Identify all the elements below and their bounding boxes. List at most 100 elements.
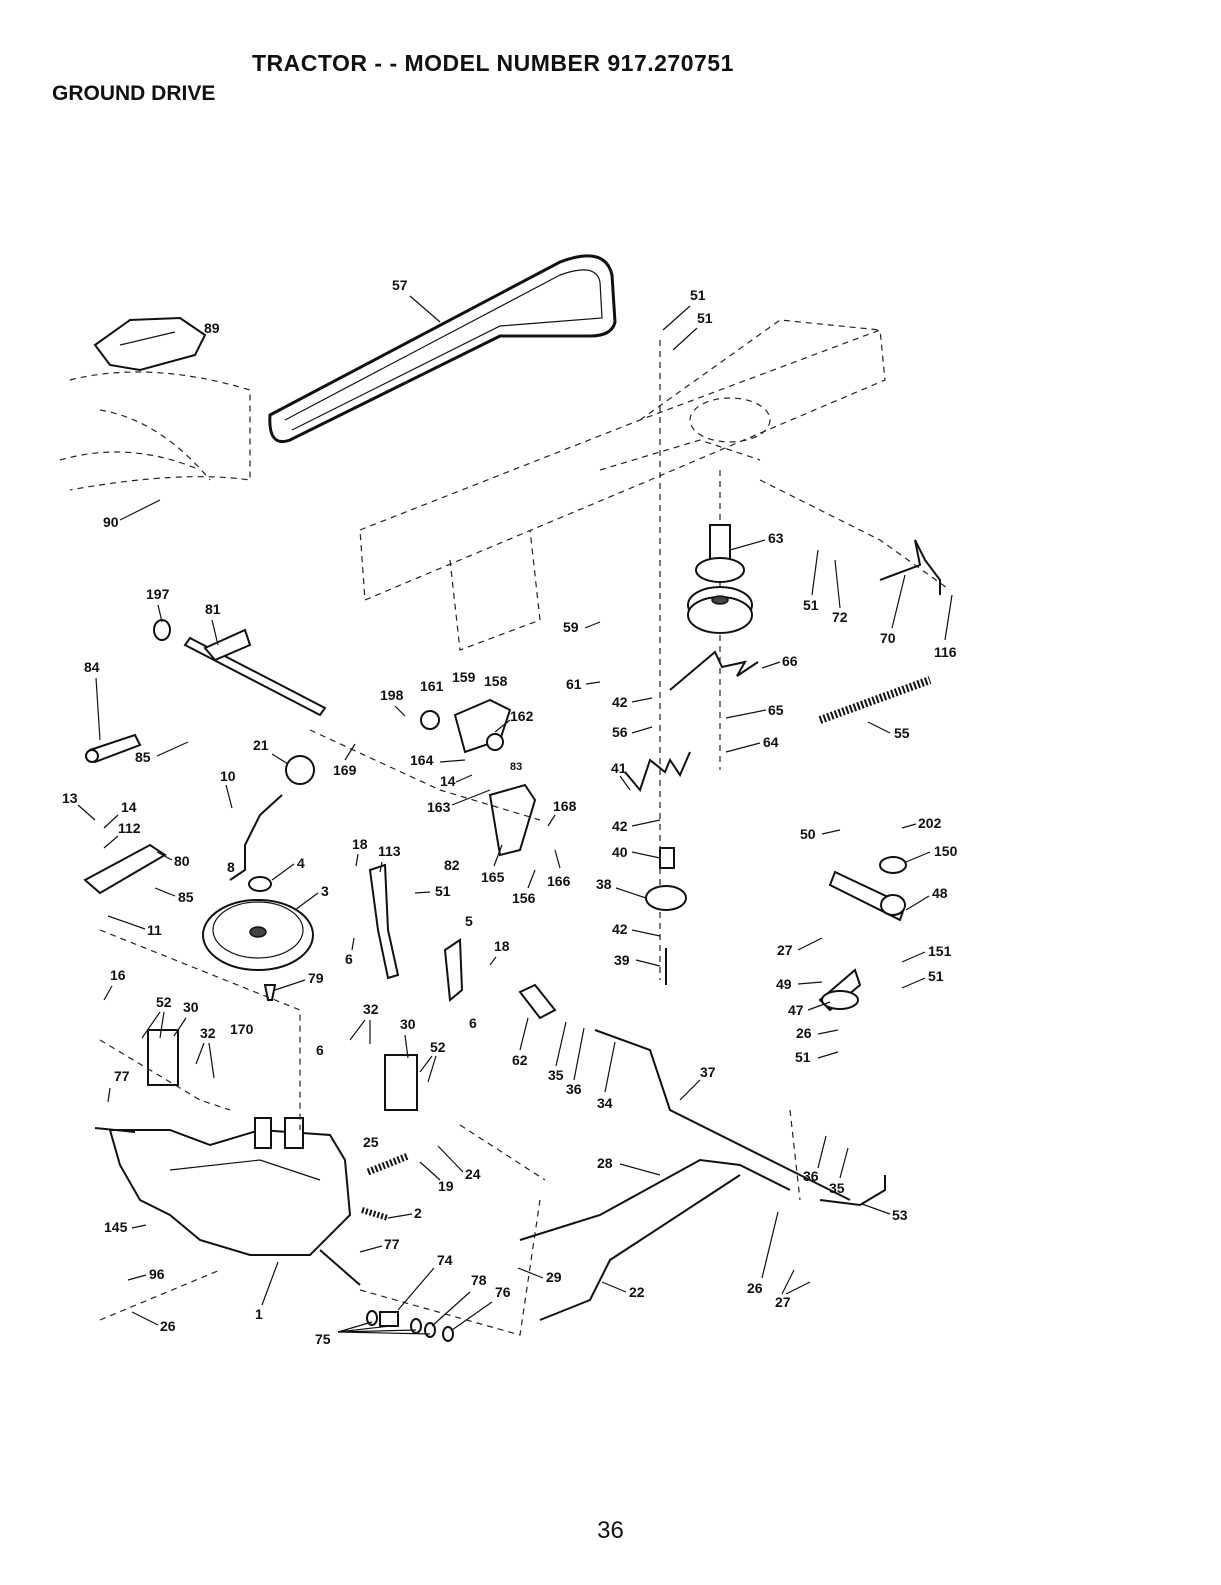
callout-c90: 24 xyxy=(465,1166,481,1182)
callout-c22: 65 xyxy=(768,702,784,718)
callout-c10: 116 xyxy=(934,644,957,660)
callout-c68: 16 xyxy=(110,967,126,983)
callout-c30: 164 xyxy=(410,752,434,768)
callout-c57: 156 xyxy=(512,890,536,906)
plate-80-part xyxy=(83,843,167,895)
callout-c3: 51 xyxy=(697,310,713,326)
callout-c70: 49 xyxy=(776,976,792,992)
callout-c67: 51 xyxy=(928,968,944,984)
shaft-81-part xyxy=(153,619,327,717)
idler-pulley-part xyxy=(687,524,753,634)
callout-c89: 25 xyxy=(363,1134,379,1150)
rod-22-part xyxy=(539,1174,741,1321)
callout-c12: 81 xyxy=(205,601,221,617)
callout-c44: 113 xyxy=(378,843,401,859)
callout-c27: 85 xyxy=(135,749,151,765)
pulley-stack-centerline xyxy=(659,340,721,980)
callout-c42: 202 xyxy=(918,815,942,831)
callout-c24: 56 xyxy=(612,724,628,740)
pedal-pad-part xyxy=(93,316,207,372)
callout-c37: 163 xyxy=(427,799,451,815)
key-79-part xyxy=(263,984,277,1001)
callout-c91: 19 xyxy=(438,1178,454,1194)
callout-c29: 169 xyxy=(333,762,357,778)
shift-rod-part xyxy=(229,755,315,881)
bracket-70-part xyxy=(879,539,941,595)
page-number: 36 xyxy=(597,1517,624,1544)
callout-c63: 27 xyxy=(777,942,793,958)
callout-c101: 29 xyxy=(546,1269,562,1285)
bracket-113-part xyxy=(368,863,400,980)
assembly-dashed-lines xyxy=(99,729,801,1336)
callout-c41: 50 xyxy=(800,826,816,842)
callout-c31: 83 xyxy=(510,761,522,773)
callout-c104: 22 xyxy=(629,1284,645,1300)
callout-c52: 166 xyxy=(547,873,571,889)
callout-c75: 6 xyxy=(469,1015,477,1031)
drive-belt-part xyxy=(268,254,617,443)
callout-c83: 6 xyxy=(316,1042,324,1058)
callout-c38: 168 xyxy=(553,798,577,814)
callout-c92: 28 xyxy=(597,1155,613,1171)
callout-c23: 162 xyxy=(510,708,534,724)
idler-47-part xyxy=(818,968,862,1012)
rod-53-part xyxy=(819,1175,886,1207)
callout-c54: 3 xyxy=(321,883,329,899)
bracket-5-part xyxy=(443,938,464,1002)
callout-c28: 21 xyxy=(253,737,269,753)
callout-c14: 66 xyxy=(782,653,798,669)
callout-c72: 30 xyxy=(183,999,199,1015)
callout-c6: 63 xyxy=(768,530,784,546)
callout-c53: 85 xyxy=(178,889,194,905)
callout-c59: 11 xyxy=(147,922,162,938)
spring-25-part xyxy=(366,1152,410,1176)
callout-c46: 150 xyxy=(934,843,958,859)
callout-c60: 5 xyxy=(465,913,473,929)
callout-c39: 112 xyxy=(118,820,141,836)
callout-c85: 77 xyxy=(114,1068,130,1084)
callout-c77: 170 xyxy=(230,1021,254,1037)
callout-c25: 64 xyxy=(763,734,779,750)
callout-c18: 159 xyxy=(452,669,476,685)
callout-c35: 13 xyxy=(62,790,78,806)
callout-c17: 161 xyxy=(420,678,444,694)
callout-c105: 26 xyxy=(747,1280,763,1296)
callout-c45: 40 xyxy=(612,844,628,860)
wire-41-part xyxy=(624,751,691,793)
callout-c69: 79 xyxy=(308,970,324,986)
callout-c20: 61 xyxy=(566,676,582,692)
callout-c19: 158 xyxy=(484,673,508,689)
callout-c15: 84 xyxy=(84,659,100,675)
callout-c97: 145 xyxy=(104,1219,128,1235)
callout-c2: 51 xyxy=(690,287,706,303)
callout-c62: 18 xyxy=(494,938,510,954)
callout-c56: 38 xyxy=(596,876,612,892)
seat-area-outline xyxy=(59,371,251,491)
callout-c81: 51 xyxy=(795,1049,811,1065)
washer-stack-75-part xyxy=(366,1310,454,1342)
callout-c98: 77 xyxy=(384,1236,400,1252)
callout-c80: 62 xyxy=(512,1052,528,1068)
callout-c50: 82 xyxy=(444,857,460,873)
callout-c16: 198 xyxy=(380,687,404,703)
callout-c73: 47 xyxy=(788,1002,804,1018)
lever-84-part xyxy=(85,733,142,764)
callout-c64: 151 xyxy=(928,943,952,959)
callout-c84: 35 xyxy=(548,1067,564,1083)
pulley-stack-38-part xyxy=(645,847,687,985)
callout-c5: 90 xyxy=(103,514,119,530)
callout-c13: 59 xyxy=(563,619,579,635)
callout-c94: 35 xyxy=(829,1180,845,1196)
callout-c55: 51 xyxy=(435,883,451,899)
callout-c93: 36 xyxy=(803,1168,819,1184)
callout-c47: 80 xyxy=(174,853,190,869)
callout-c106: 27 xyxy=(775,1294,791,1310)
callout-c66: 39 xyxy=(614,952,630,968)
callout-c43: 18 xyxy=(352,836,368,852)
callout-labels: 57 51 51 89 90 63 51 72 70 116 197 81 59… xyxy=(62,277,958,1347)
spring-2-part xyxy=(361,1207,389,1221)
bracket-48-part xyxy=(828,856,907,922)
transaxle-pulley-part xyxy=(202,876,314,971)
callout-c40: 42 xyxy=(612,818,628,834)
bracket-30-left-part xyxy=(147,1029,179,1086)
